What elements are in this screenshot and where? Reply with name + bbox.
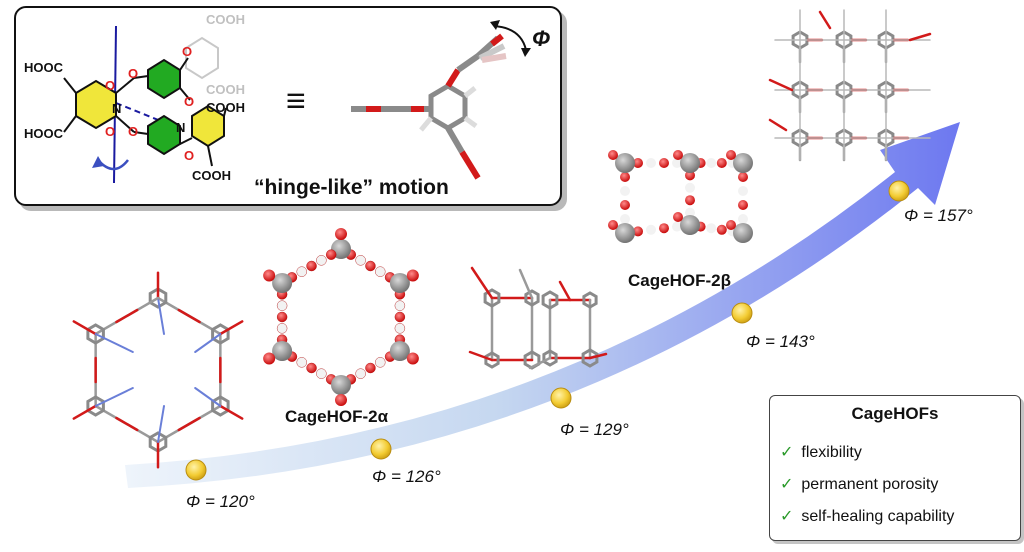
hinge-motion-caption: “hinge-like” motion (254, 176, 449, 199)
cooh-label: COOH (206, 82, 245, 97)
cooh-label: COOH (206, 12, 245, 27)
angle-marker-dot (731, 302, 753, 324)
property-label: permanent porosity (801, 476, 939, 493)
angle-marker-dot (888, 180, 910, 202)
oxygen-atom: O (182, 44, 193, 59)
cooh-label: COOH (192, 168, 231, 183)
intermediate-stick-cage (468, 266, 608, 370)
cagehofs-properties-box: CageHOFs ✓ flexibility ✓ permanent porosit… (769, 395, 1021, 541)
property-label: self-healing capability (801, 508, 955, 525)
angle-label-157: Φ = 157° (904, 206, 973, 225)
oxygen-atom: O (184, 148, 195, 163)
property-item: ✓ flexibility (780, 442, 862, 462)
oxygen-atom: O (128, 66, 139, 81)
angle-marker-dot (185, 459, 207, 481)
cagehof-2-beta-label: CageHOF-2β (628, 271, 731, 290)
cooh-label: COOH (206, 100, 245, 115)
nitrogen-atom: N (112, 101, 122, 116)
stick-lattice-framework (768, 9, 932, 162)
cooh-label: HOOC (24, 60, 63, 75)
cooh-label: HOOC (24, 126, 63, 141)
angle-label-129: Φ = 129° (560, 420, 629, 439)
hinge-molecule-drawing (63, 20, 531, 184)
angle-label-126: Φ = 126° (372, 467, 441, 486)
nitrogen-atom: N (176, 120, 186, 135)
stick-hexagonal-framework (72, 271, 244, 469)
phi-angle-label: Φ (532, 26, 551, 51)
oxygen-atom: O (105, 78, 116, 93)
oxygen-atom: O (128, 124, 139, 139)
properties-title: CageHOFs (851, 404, 939, 423)
hinge-mechanism-panel: HOOC HOOC COOH COOH COOH COOH O O O O O … (14, 6, 562, 206)
equivalence-sign: ≡ (286, 82, 306, 120)
property-item: ✓ permanent porosity (780, 474, 938, 494)
angle-marker-dot (550, 387, 572, 409)
angle-label-120: Φ = 120° (186, 492, 255, 511)
angle-marker-dot (370, 438, 392, 460)
cagehof-2-alpha-label: CageHOF-2α (285, 407, 389, 426)
check-icon: ✓ (780, 444, 794, 461)
property-label: flexibility (801, 444, 862, 461)
oxygen-atom: O (105, 124, 116, 139)
cagehof-2-beta-structure (608, 150, 753, 243)
angle-label-143: Φ = 143° (746, 332, 815, 351)
check-icon: ✓ (780, 508, 794, 525)
oxygen-atom: O (184, 94, 195, 109)
property-item: ✓ self-healing capability (780, 506, 954, 526)
check-icon: ✓ (780, 476, 794, 493)
cagehof-2-alpha-structure (263, 228, 419, 406)
